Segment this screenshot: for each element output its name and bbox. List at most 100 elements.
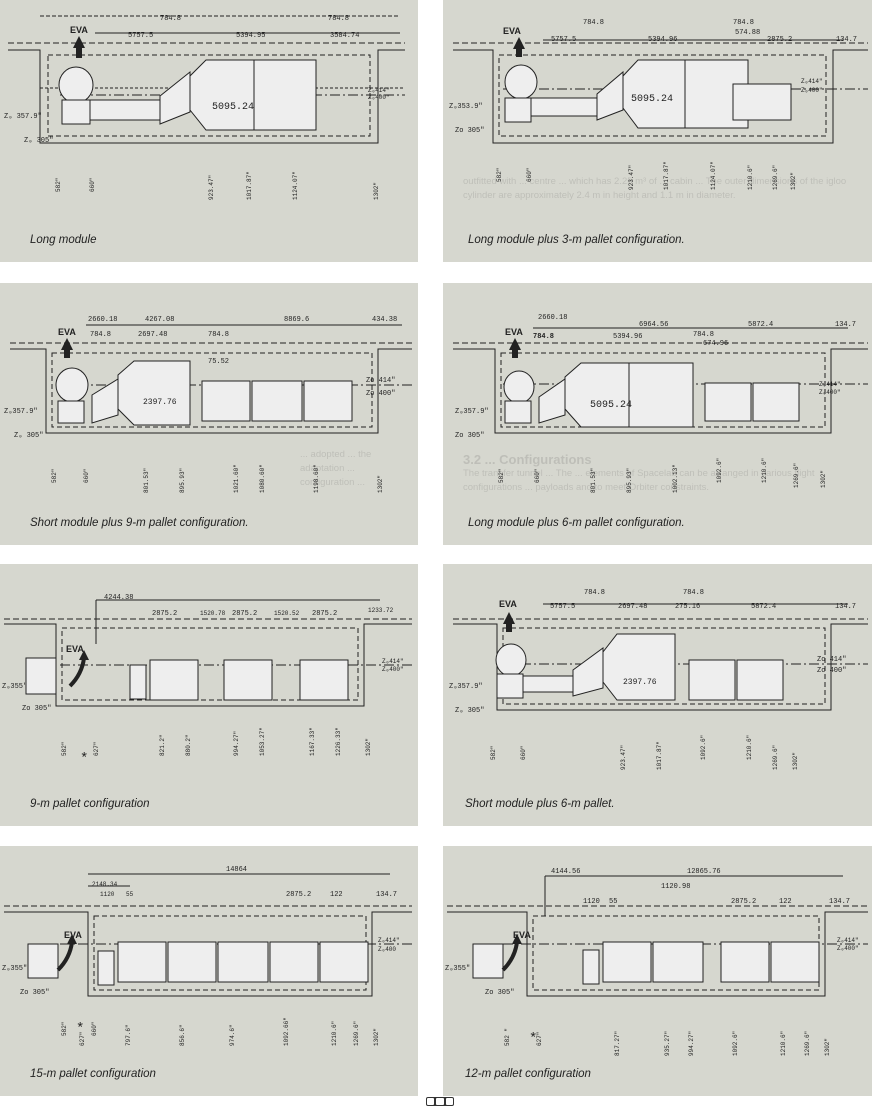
station-label: 1269.6" — [772, 745, 779, 770]
top-dim: 14864 — [226, 866, 247, 874]
panel-short-module-6m-pallet: EVA 784.8 784.8 5757.5 2697.48 275.16 58… — [443, 564, 872, 826]
station-label: 660" — [526, 168, 533, 182]
figure-caption: Long module plus 6-m pallet configuratio… — [468, 517, 685, 529]
right-label: Z₀414" — [801, 78, 823, 85]
top-dim: 75.52 — [208, 358, 229, 366]
eva-label: EVA — [505, 327, 523, 337]
top-dim: 122 — [330, 891, 343, 899]
diagram-short-module-6m-pallet: EVA 784.8 784.8 5757.5 2697.48 275.16 58… — [449, 589, 868, 770]
eva-label: EVA — [64, 930, 82, 940]
station-label: 1269.6" — [353, 1021, 360, 1046]
figure-caption: Long module — [30, 234, 97, 246]
station-label: 1002.13" — [672, 464, 679, 493]
right-label: Z₀414" — [819, 381, 841, 388]
background-text: ... adopted ... the adaptation ... confi… — [300, 449, 372, 488]
top-dim: 784.8 — [683, 589, 704, 597]
top-dim: 784.8 — [733, 19, 754, 27]
diagram-long-module: EVA 784.8 784.8 5757.5 5394.95 3584.74 5… — [4, 15, 405, 200]
right-label: Z₀400" — [819, 389, 841, 396]
top-dim: 2697.48 — [138, 331, 167, 339]
station-label: 582" — [496, 168, 503, 182]
top-dim: 5757.5 — [551, 36, 576, 44]
side-label: Zo 305" — [485, 989, 514, 997]
station-label: 797.6" — [125, 1024, 132, 1046]
top-dim: 434.38 — [372, 316, 397, 324]
top-dim: 784.8 — [328, 15, 349, 23]
top-dim: 5757.5 — [550, 603, 575, 611]
side-label: Zo 305" — [455, 432, 484, 440]
diagram-12m-pallet: EVA 4144.56 12865.76 1120.98 1120 55 287… — [445, 868, 868, 1056]
station-label: 1210.6" — [747, 165, 754, 190]
side-label: Z₀355" — [2, 683, 27, 691]
side-label: Z₀ 357.9" — [4, 113, 42, 121]
top-dim: 134.7 — [835, 321, 856, 329]
top-dim: 1520.78 — [200, 610, 226, 617]
top-dim: 1233.72 — [368, 607, 394, 614]
station-label: 994.27" — [688, 1031, 695, 1056]
side-label: Z₀ 305" — [455, 707, 484, 715]
top-dim: 784.8 — [160, 15, 181, 23]
top-dim: 2875.2 — [152, 610, 177, 618]
side-label: Z₀357.9" — [449, 683, 483, 691]
top-dim: 6964.56 — [639, 321, 668, 329]
side-label: Z₀355" — [445, 965, 470, 973]
side-label: Z₀ 305" — [24, 137, 53, 145]
right-label: Z₀400 — [378, 946, 396, 953]
inner-dim: 2397.76 — [623, 678, 657, 687]
side-label: Z₀357.9" — [4, 408, 38, 416]
side-label: Z₀353.9" — [449, 103, 483, 111]
top-dim: 8869.6 — [284, 316, 309, 324]
station-label: 817.27" — [614, 1031, 621, 1056]
station-label: 582 " — [504, 1028, 511, 1046]
station-label: 1302" — [365, 738, 372, 756]
station-label: 801.53" — [143, 468, 150, 493]
station-label: 582" — [51, 469, 58, 483]
station-label: 1269.6" — [804, 1031, 811, 1056]
top-dim: 5394.96 — [613, 333, 642, 341]
station-label: 880.2" — [185, 734, 192, 756]
top-dim: 784.8 — [693, 331, 714, 339]
panel-long-module-6m-pallet: 3.2 ... Configurations The transfer tunn… — [443, 283, 872, 545]
top-dim: 55 — [126, 891, 134, 898]
right-label: Z₀414" — [382, 658, 404, 665]
asterisk-marker: * — [529, 1031, 537, 1047]
eva-label: EVA — [513, 930, 531, 940]
right-label: Z₀400" — [801, 87, 823, 94]
figure-caption: 15-m pallet configuration — [30, 1068, 156, 1080]
top-dim: 4244.38 — [104, 594, 133, 602]
station-label: 923.47" — [208, 175, 215, 200]
station-label: 1021.60" — [233, 464, 240, 493]
right-label: Z₀400" — [382, 666, 404, 673]
top-dim: 2875.2 — [731, 898, 756, 906]
diagram-short-module-9m-pallet: EVA 2660.18 4267.08 8869.6 434.38 784.8 … — [4, 316, 412, 493]
station-label: 1124.07" — [292, 171, 299, 200]
station-label: 582" — [61, 742, 68, 756]
top-dim: 2875.2 — [312, 610, 337, 618]
page-indicator[interactable] — [426, 1097, 454, 1106]
background-heading: 3.2 ... Configurations — [463, 452, 592, 467]
right-label: Zo 400" — [366, 390, 395, 398]
top-dim: 784.8 — [533, 333, 554, 341]
station-label: 1053.27" — [259, 727, 266, 756]
side-label: Z₀355" — [2, 965, 27, 973]
station-label: 1092.6" — [700, 735, 707, 760]
figure-caption: 9-m pallet configuration — [30, 798, 150, 810]
station-label: 1167.33" — [309, 727, 316, 756]
station-label: 1210.6" — [746, 735, 753, 760]
station-label: 660" — [83, 469, 90, 483]
station-label: 1269.6" — [793, 463, 800, 488]
asterisk-marker: * — [80, 751, 88, 767]
top-dim: 134.7 — [376, 891, 397, 899]
top-dim: 134.7 — [836, 36, 857, 44]
station-label: 1092.66" — [283, 1017, 290, 1046]
station-label: 1302" — [824, 1038, 831, 1056]
top-dim: 1120 — [583, 898, 600, 906]
right-label: Z₀400" — [368, 94, 390, 101]
top-dim: 784.8 — [584, 589, 605, 597]
station-label: 1198.60" — [313, 464, 320, 493]
diagram-9m-pallet: EVA 4244.38 2875.2 1520.78 2875.2 1520.5… — [2, 594, 412, 767]
station-label: 1302" — [792, 752, 799, 770]
figure-caption: Short module plus 9-m pallet configurati… — [30, 517, 249, 529]
eva-label: EVA — [66, 644, 84, 654]
station-label: 1080.60" — [259, 464, 266, 493]
